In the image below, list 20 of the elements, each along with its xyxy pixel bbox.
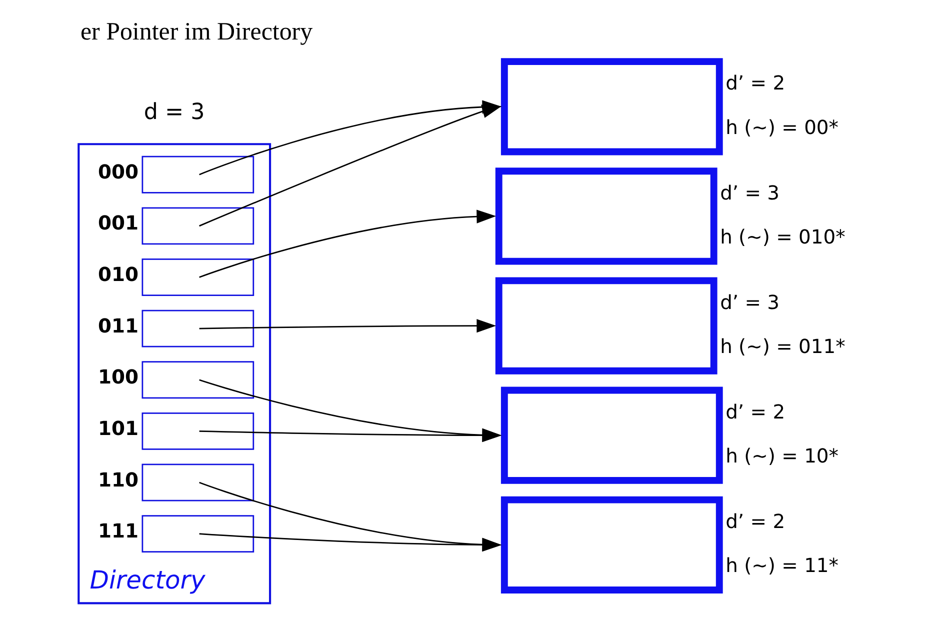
node-label: 010 [98, 262, 138, 286]
node-label: 111 [98, 520, 138, 543]
node-label: d’ = 3 [720, 290, 780, 314]
node-label: d’ = 2 [725, 72, 785, 95]
node-label: h (~) = 011* [720, 334, 845, 358]
node-label: 001 [98, 212, 138, 235]
node-label: 101 [98, 416, 138, 440]
node-label: 100 [98, 366, 138, 389]
node-label: h (~) = 10* [725, 444, 838, 468]
node-label: 000 [98, 160, 138, 184]
node-label: 110 [98, 468, 138, 492]
node-label: d’ = 3 [720, 181, 780, 204]
node-label: d’ = 2 [725, 400, 785, 424]
node-label: h (~) = 11* [725, 554, 838, 578]
node-label: 011 [98, 314, 138, 338]
node-label: h (~) = 00* [725, 116, 838, 139]
label: d = 3 [143, 98, 204, 125]
diagram-title: er Pointer im Directory [80, 18, 312, 46]
node-label: d’ = 2 [725, 510, 785, 533]
node-label: h (~) = 010* [720, 225, 845, 248]
